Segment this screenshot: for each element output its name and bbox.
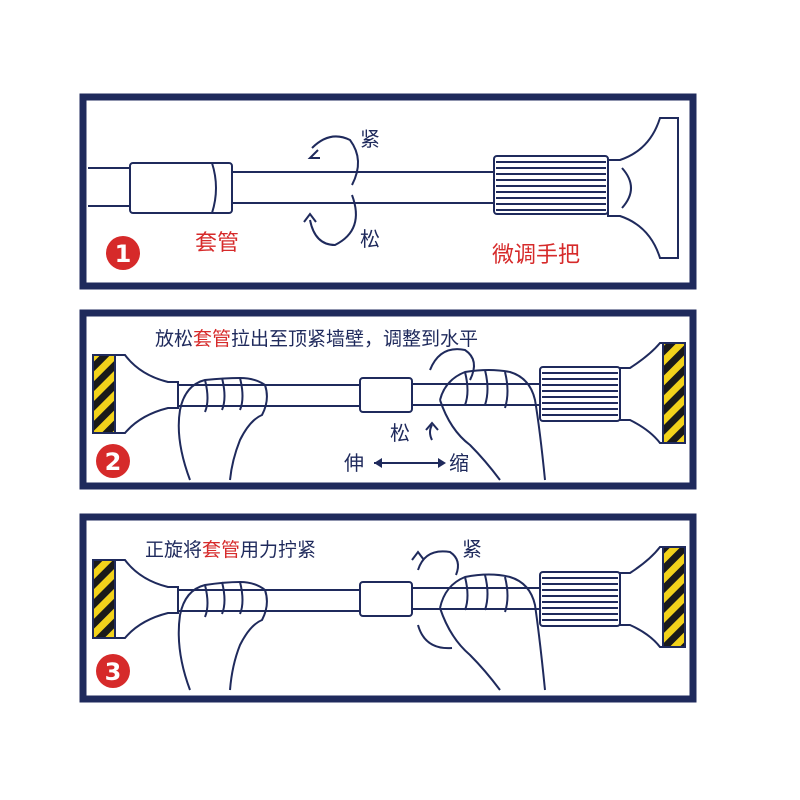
panel-3: 3 正旋将套管用力拧紧 紧 <box>79 513 697 703</box>
panel-2-instruction: 放松套管拉出至顶紧墙壁，调整到水平 <box>155 328 478 350</box>
end-cup <box>607 117 679 259</box>
panel-1: 1 套管 紧 松 微调手把 <box>79 93 697 290</box>
tighten-arrow <box>311 135 359 186</box>
panel-2-frame <box>79 309 697 490</box>
panel-3-frame <box>79 513 697 703</box>
step-number-1: 1 <box>115 240 132 268</box>
wall-pad-right <box>662 546 686 648</box>
loosen-label: 松 <box>360 227 380 251</box>
step-number-2: 2 <box>105 448 122 476</box>
handle-label: 微调手把 <box>492 243 580 268</box>
sleeve <box>129 162 233 214</box>
right-hand <box>439 369 546 481</box>
step-badge-1 <box>106 236 140 270</box>
step-badge-2 <box>96 444 130 478</box>
left-hand <box>177 376 268 481</box>
loosen-label: 松 <box>390 421 410 445</box>
retract-label: 缩 <box>449 451 469 475</box>
tighten-label: 紧 <box>462 537 482 561</box>
panel-2: 2 放松套管拉出至顶紧墙壁，调整到水平 松 伸 缩 <box>79 309 697 490</box>
adjust-handle <box>493 155 609 215</box>
wall-pad-left <box>92 354 116 434</box>
wall-pad-left <box>92 559 116 639</box>
step-badge-3 <box>96 654 130 688</box>
step-number-3: 3 <box>105 658 122 686</box>
panel-3-instruction: 正旋将套管用力拧紧 <box>145 539 316 561</box>
tighten-label: 紧 <box>360 127 380 151</box>
extend-label: 伸 <box>344 451 364 475</box>
sleeve-label: 套管 <box>195 231 239 256</box>
panel-1-frame <box>79 93 697 290</box>
loosen-arrow <box>309 194 357 247</box>
wall-pad-right <box>662 342 686 444</box>
